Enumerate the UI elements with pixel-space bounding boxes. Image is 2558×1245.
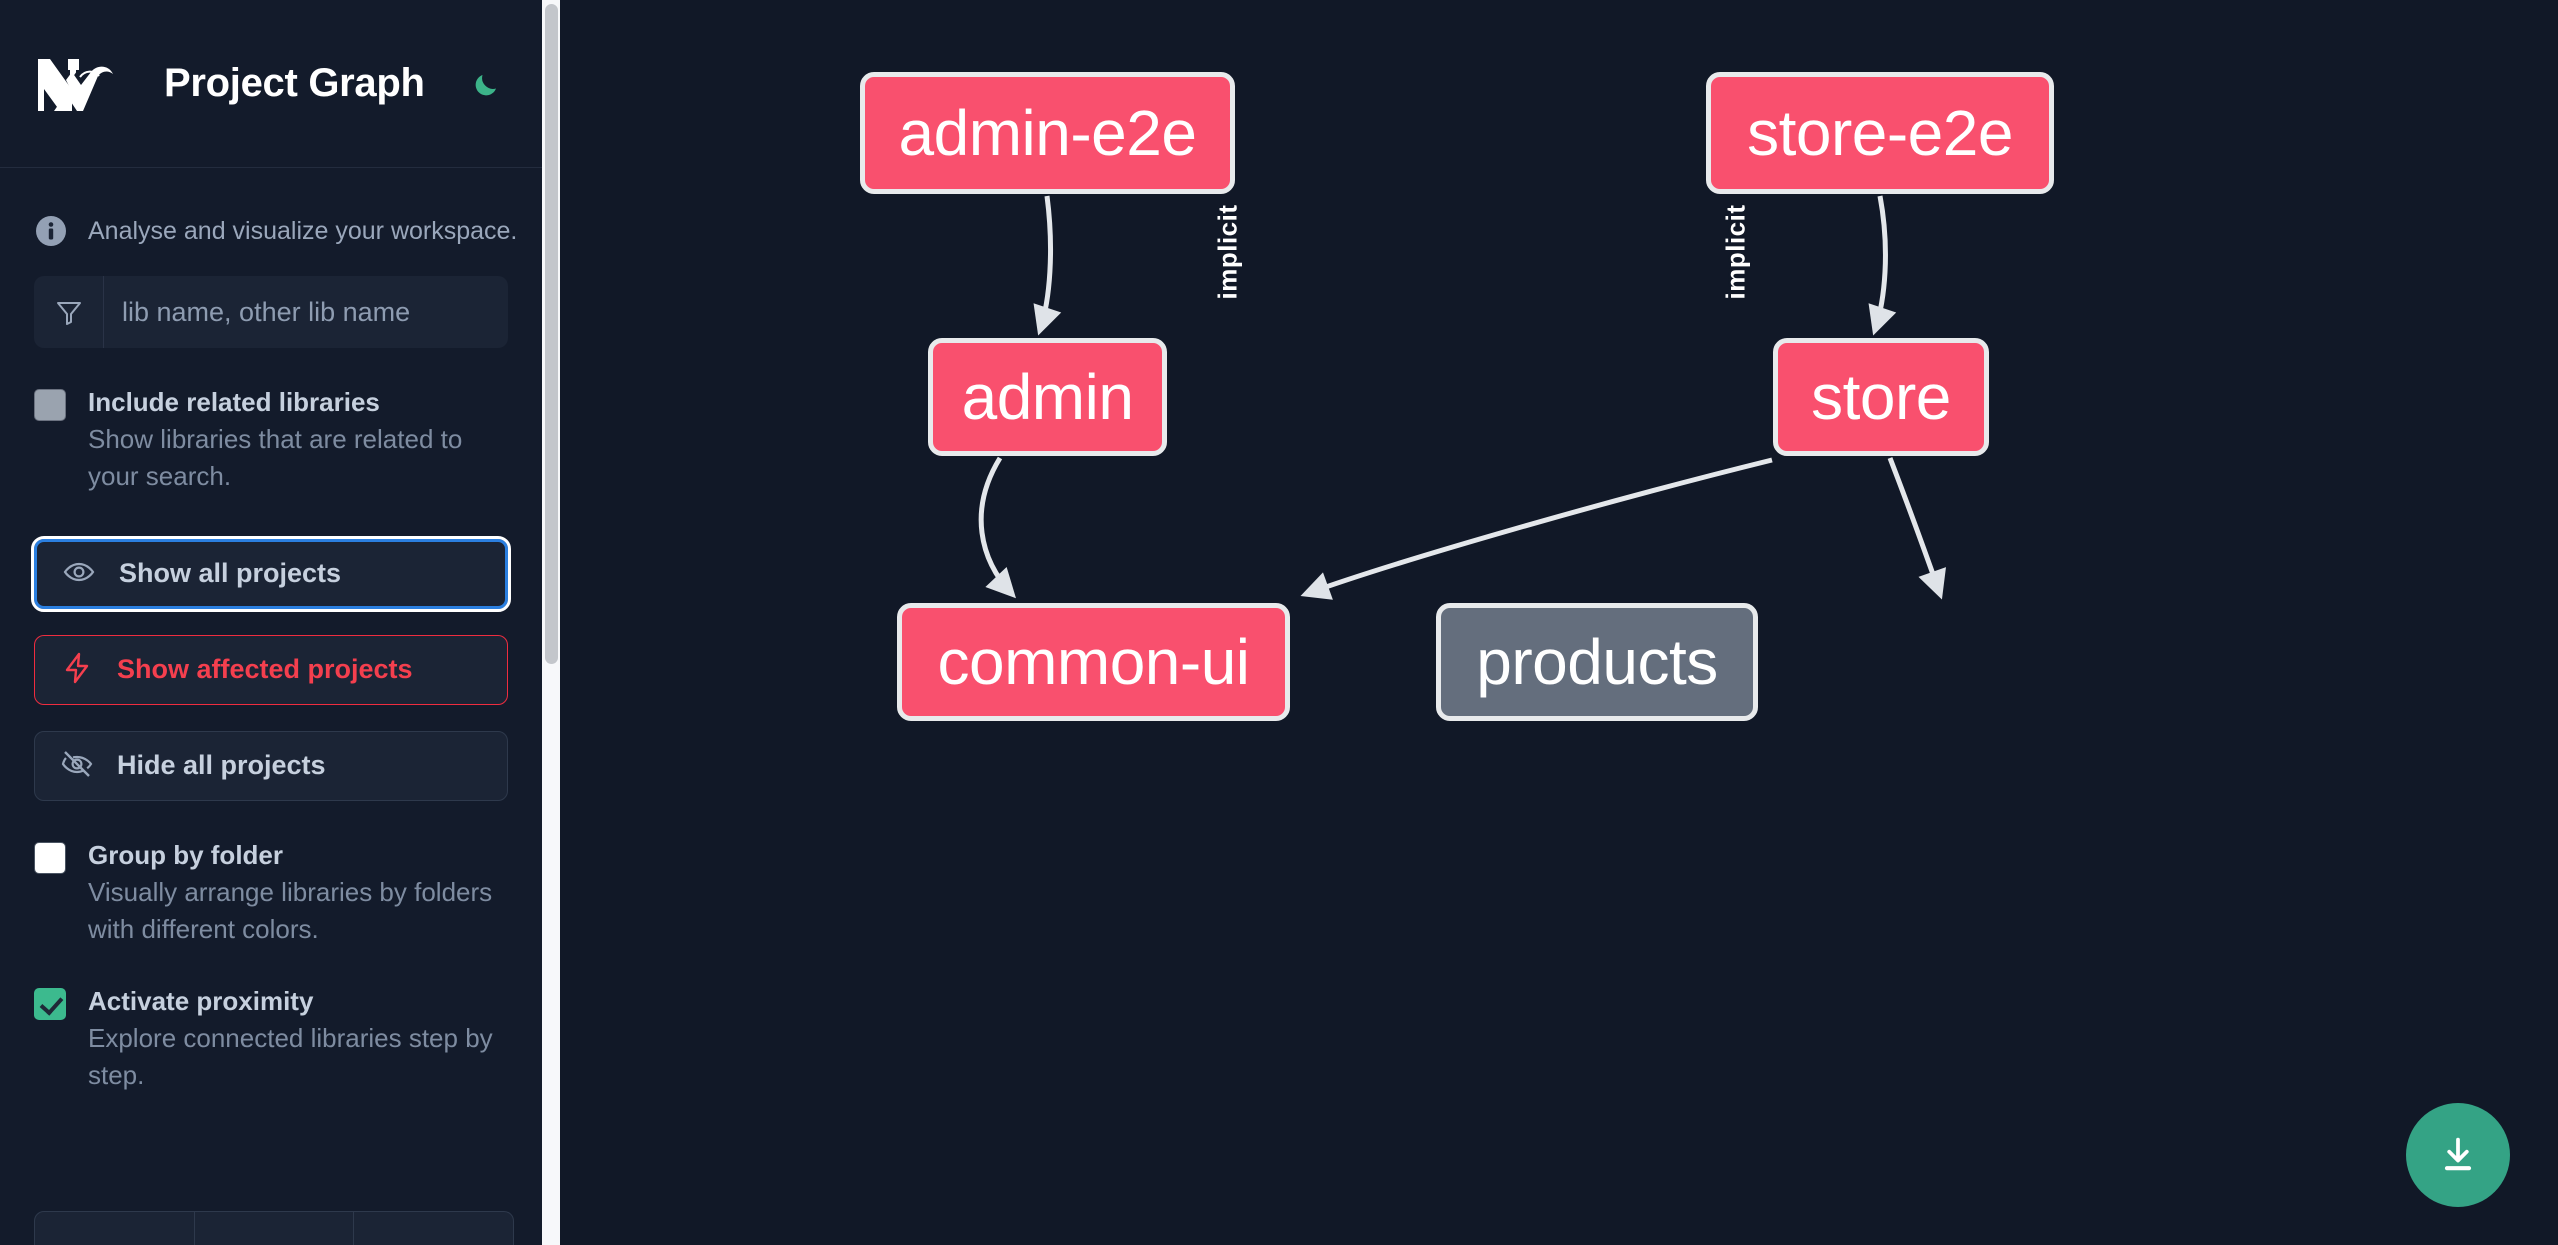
edge-store-to-common-ui <box>1300 457 1773 600</box>
option-title: Include related libraries <box>88 387 380 417</box>
show-all-projects-label: Show all projects <box>119 558 342 589</box>
page-title: Project Graph <box>164 61 425 105</box>
node-label: store <box>1811 361 1951 433</box>
graph-node-products[interactable]: products <box>1436 603 1758 721</box>
proximity-segmented-control[interactable] <box>34 1211 514 1245</box>
info-icon <box>34 214 68 248</box>
checkbox-include-related-libraries[interactable] <box>34 389 66 421</box>
graph-node-admin-e2e[interactable]: admin-e2e <box>860 72 1235 194</box>
hide-all-projects-button[interactable]: Hide all projects <box>34 730 508 801</box>
sidebar-header: Project Graph <box>0 0 542 168</box>
node-label: admin <box>961 361 1134 433</box>
edge-store-e2e-to-store <box>1868 195 1897 336</box>
proximity-segment-2[interactable] <box>195 1212 355 1245</box>
graph-node-store-e2e[interactable]: store-e2e <box>1706 72 2054 194</box>
show-affected-projects-label: Show affected projects <box>117 654 413 685</box>
moon-icon[interactable] <box>467 61 508 107</box>
edge-admin-to-common-ui <box>978 456 1016 599</box>
edge-admin-e2e-to-admin <box>1033 195 1062 336</box>
search-input[interactable] <box>104 276 508 348</box>
option-include-related-libraries[interactable]: Include related libraries Show libraries… <box>0 384 542 495</box>
eye-off-icon <box>61 748 93 783</box>
edge-store-to-products <box>1887 457 1946 600</box>
graph-canvas[interactable]: admin-e2e store-e2e admin store common-u… <box>560 0 2558 1245</box>
option-title: Activate proximity <box>88 986 314 1017</box>
graph-edges <box>978 195 1946 600</box>
graph-node-admin[interactable]: admin <box>928 338 1167 456</box>
node-label: admin-e2e <box>898 97 1197 169</box>
lightning-icon <box>61 652 93 687</box>
node-label: products <box>1476 626 1718 698</box>
sidebar: Project Graph Analyse and visualize yo <box>0 0 560 1245</box>
download-icon <box>2444 1137 2472 1171</box>
option-description: Visually arrange libraries by folders wi… <box>88 876 493 944</box>
checkbox-activate-proximity[interactable] <box>34 988 66 1021</box>
search-bar[interactable] <box>34 276 508 348</box>
workspace-tagline: Analyse and visualize your workspace. <box>0 168 542 266</box>
project-visibility-buttons: Show all projects Show affected projects <box>0 535 542 801</box>
sidebar-scroll-region: Project Graph Analyse and visualize yo <box>0 0 542 1245</box>
show-all-projects-button[interactable]: Show all projects <box>31 535 511 612</box>
option-description: Show libraries that are related to your … <box>88 423 463 491</box>
sidebar-scrollbar-thumb[interactable] <box>545 4 558 664</box>
node-label: common-ui <box>937 626 1250 698</box>
option-title: Group by folder <box>88 839 283 870</box>
option-description: Explore connected libraries step by step… <box>88 1023 493 1091</box>
option-activate-proximity[interactable]: Activate proximity Explore connected lib… <box>0 983 542 1094</box>
node-label: store-e2e <box>1747 97 2013 169</box>
sidebar-scrollbar[interactable] <box>542 0 560 1245</box>
graph-node-store[interactable]: store <box>1773 338 1989 456</box>
eye-icon <box>63 556 95 591</box>
show-affected-projects-button[interactable]: Show affected projects <box>34 634 508 705</box>
filter-icon <box>34 276 104 348</box>
download-graph-button[interactable] <box>2406 1103 2510 1207</box>
checkbox-group-by-folder[interactable] <box>34 841 66 874</box>
proximity-segment-1[interactable] <box>35 1212 195 1245</box>
nx-logo-icon <box>34 53 116 115</box>
proximity-segment-3[interactable] <box>354 1212 513 1245</box>
tagline-text: Analyse and visualize your workspace. <box>88 216 518 245</box>
option-group-by-folder[interactable]: Group by folder Visually arrange librari… <box>0 837 542 948</box>
graph-node-common-ui[interactable]: common-ui <box>897 603 1290 721</box>
hide-all-projects-label: Hide all projects <box>117 750 326 781</box>
